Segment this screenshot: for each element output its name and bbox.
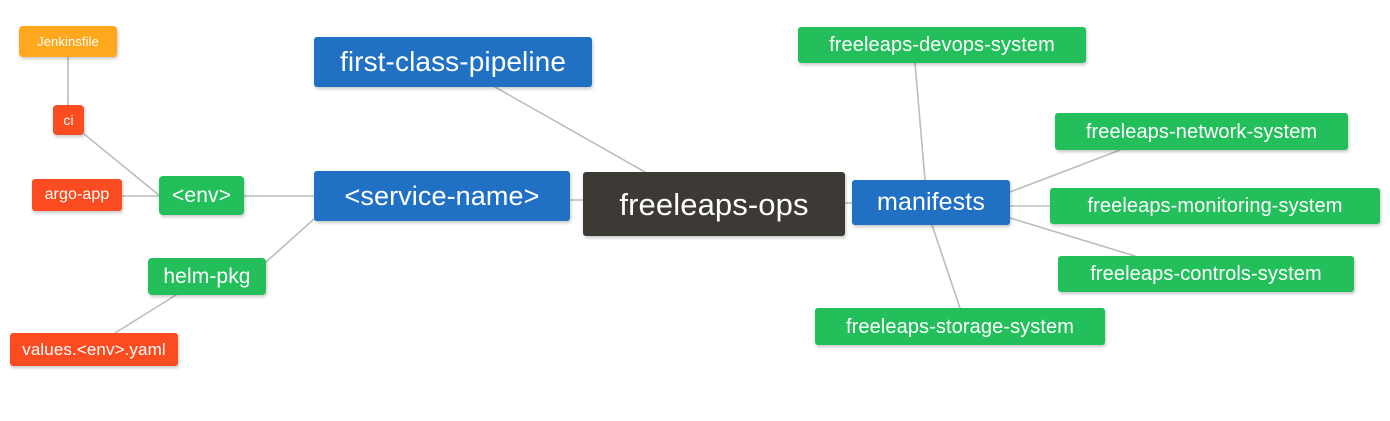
edge-manifests-to-freeleaps-storage-system	[931, 224, 961, 309]
node-jenkinsfile[interactable]: Jenkinsfile	[19, 26, 117, 57]
node-first-class-pipeline[interactable]: first-class-pipeline	[314, 37, 592, 87]
node-freeleaps-controls-system[interactable]: freeleaps-controls-system	[1058, 256, 1354, 292]
node-helm-pkg[interactable]: helm-pkg	[148, 258, 266, 295]
node-label-freeleaps-devops-system: freeleaps-devops-system	[829, 34, 1055, 56]
node-manifests[interactable]: manifests	[852, 180, 1010, 225]
node-label-freeleaps-network-system: freeleaps-network-system	[1085, 120, 1318, 143]
node-label-jenkinsfile: Jenkinsfile	[37, 34, 99, 49]
node-label-freeleaps-ops: freeleaps-ops	[619, 186, 809, 222]
node-label-ci: ci	[63, 112, 74, 128]
node-freeleaps-monitoring-system[interactable]: freeleaps-monitoring-system	[1050, 188, 1380, 224]
node-freeleaps-devops-system[interactable]: freeleaps-devops-system	[798, 27, 1086, 63]
node-label-freeleaps-controls-system: freeleaps-controls-system	[1090, 263, 1322, 285]
node-label-service-name: <service-name>	[344, 180, 540, 211]
node-label-freeleaps-storage-system: freeleaps-storage-system	[845, 315, 1075, 338]
edge-manifests-to-freeleaps-network-system	[1009, 149, 1121, 193]
node-env[interactable]: <env>	[159, 176, 244, 215]
node-ci[interactable]: ci	[53, 105, 84, 135]
edge-manifests-to-freeleaps-devops-system	[914, 62, 926, 181]
edge-first-class-pipeline-to-freeleaps-ops	[494, 86, 646, 173]
node-argo-app[interactable]: argo-app	[32, 179, 122, 211]
node-label-freeleaps-monitoring-system: freeleaps-monitoring-system	[1087, 195, 1343, 217]
edge-service-name-to-helm-pkg	[265, 218, 315, 263]
node-label-manifests: manifests	[877, 188, 985, 216]
node-freeleaps-network-system[interactable]: freeleaps-network-system	[1055, 113, 1348, 150]
node-service-name[interactable]: <service-name>	[314, 171, 570, 221]
edge-helm-pkg-to-values-env-yaml	[114, 294, 177, 334]
node-label-helm-pkg: helm-pkg	[163, 265, 251, 288]
node-values-env-yaml[interactable]: values.<env>.yaml	[10, 333, 178, 366]
node-label-argo-app: argo-app	[44, 186, 110, 203]
node-label-env: <env>	[172, 184, 231, 207]
node-label-values-env-yaml: values.<env>.yaml	[22, 340, 166, 359]
node-freeleaps-storage-system[interactable]: freeleaps-storage-system	[815, 308, 1105, 345]
node-freeleaps-ops[interactable]: freeleaps-ops	[583, 172, 845, 236]
node-label-first-class-pipeline: first-class-pipeline	[339, 46, 567, 77]
